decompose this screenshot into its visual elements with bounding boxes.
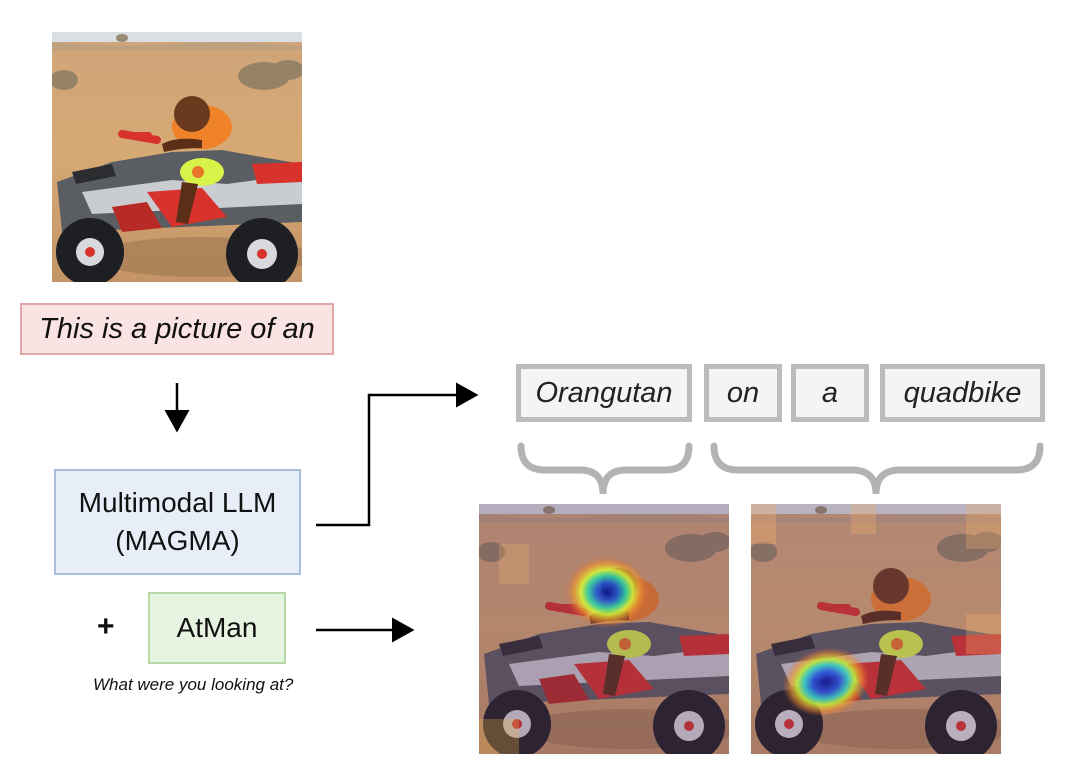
prompt-box: This is a picture of an [20,303,334,355]
token-box: on [704,364,782,422]
token-text: on [726,376,760,409]
token-box: Orangutan [516,364,692,422]
plus-sign: + [97,610,115,643]
heatmap-image-quadbike [751,504,1001,754]
curly-brace-icon [517,442,693,495]
arrow-right-icon [316,382,479,527]
curly-brace-icon [710,442,1044,495]
atman-label: AtMan [176,612,258,643]
token-box: a [791,364,869,422]
model-variant: (MAGMA) [115,525,240,556]
model-name: Multimodal LLM [78,487,277,518]
token-text: quadbike [903,376,1022,409]
atman-box: AtMan [148,592,286,664]
token-text: Orangutan [535,376,673,409]
atman-question: What were you looking at? [93,675,294,694]
prompt-text: This is a picture of an [39,312,315,345]
heatmap-image-orangutan [479,504,729,754]
token-text: a [821,376,839,409]
token-box: quadbike [880,364,1045,422]
model-box: Multimodal LLM (MAGMA) [54,469,301,575]
